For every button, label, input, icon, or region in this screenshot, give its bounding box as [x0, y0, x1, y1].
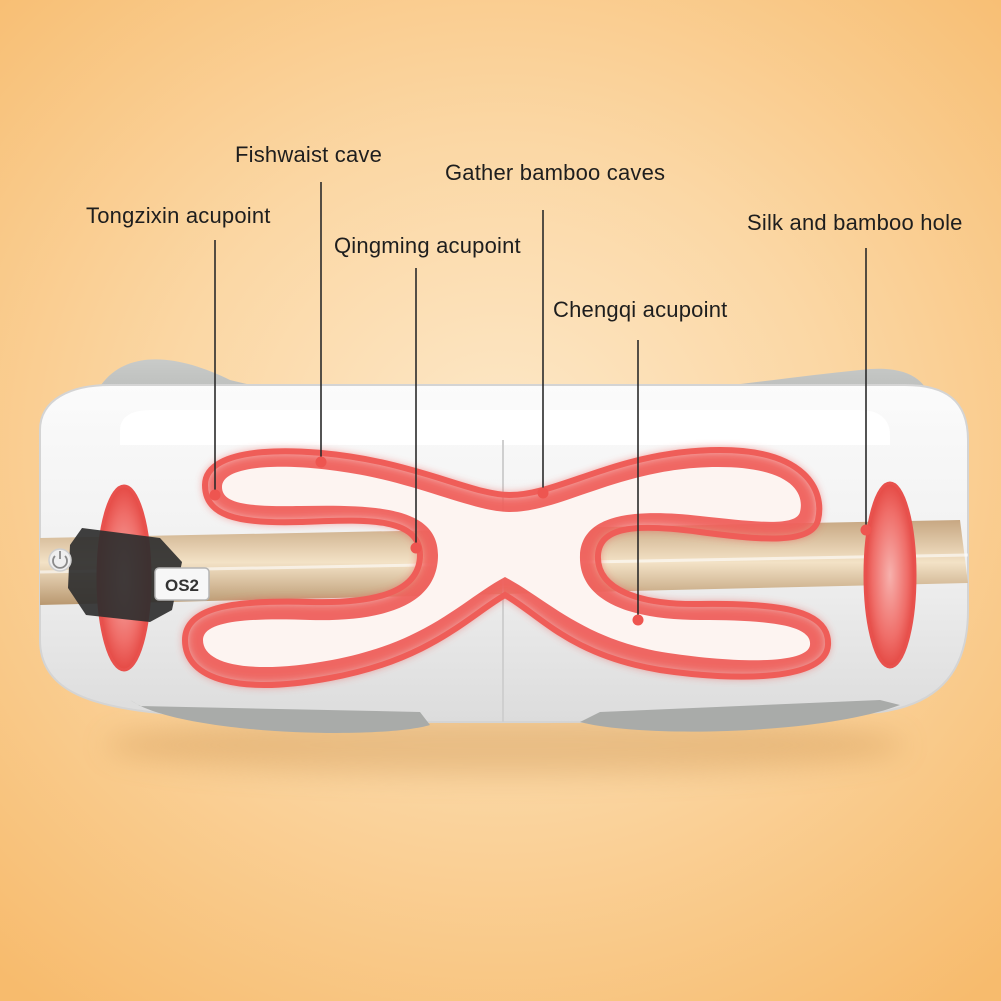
model-badge: OS2: [165, 576, 199, 595]
leader-lines: [214, 182, 867, 620]
heating-zone: [181, 446, 832, 688]
label-chengqi-acupoint: Chengqi acupoint: [553, 297, 728, 322]
right-side-heating-pad: [863, 481, 917, 669]
label-fishwaist-cave: Fishwaist cave: [235, 142, 383, 167]
marker-gather-bamboo: [537, 487, 549, 499]
model-badge-box: [154, 567, 210, 601]
marker-chengqi: [632, 614, 644, 626]
label-tongzixin-acupoint: Tongzixin acupoint: [86, 203, 271, 228]
label-silk-and-bamboo-hole: Silk and bamboo hole: [747, 210, 963, 235]
control-module: OS2: [68, 528, 210, 622]
power-icon[interactable]: [48, 548, 72, 572]
marker-silk-bamboo: [860, 524, 872, 536]
label-qingming-acupoint: Qingming acupoint: [334, 233, 521, 258]
marker-qingming: [410, 542, 422, 554]
acupoint-markers: [209, 456, 872, 626]
label-gather-bamboo-caves: Gather bamboo caves: [445, 160, 666, 185]
marker-fishwaist: [315, 456, 327, 468]
marker-tongzixin: [209, 489, 221, 501]
